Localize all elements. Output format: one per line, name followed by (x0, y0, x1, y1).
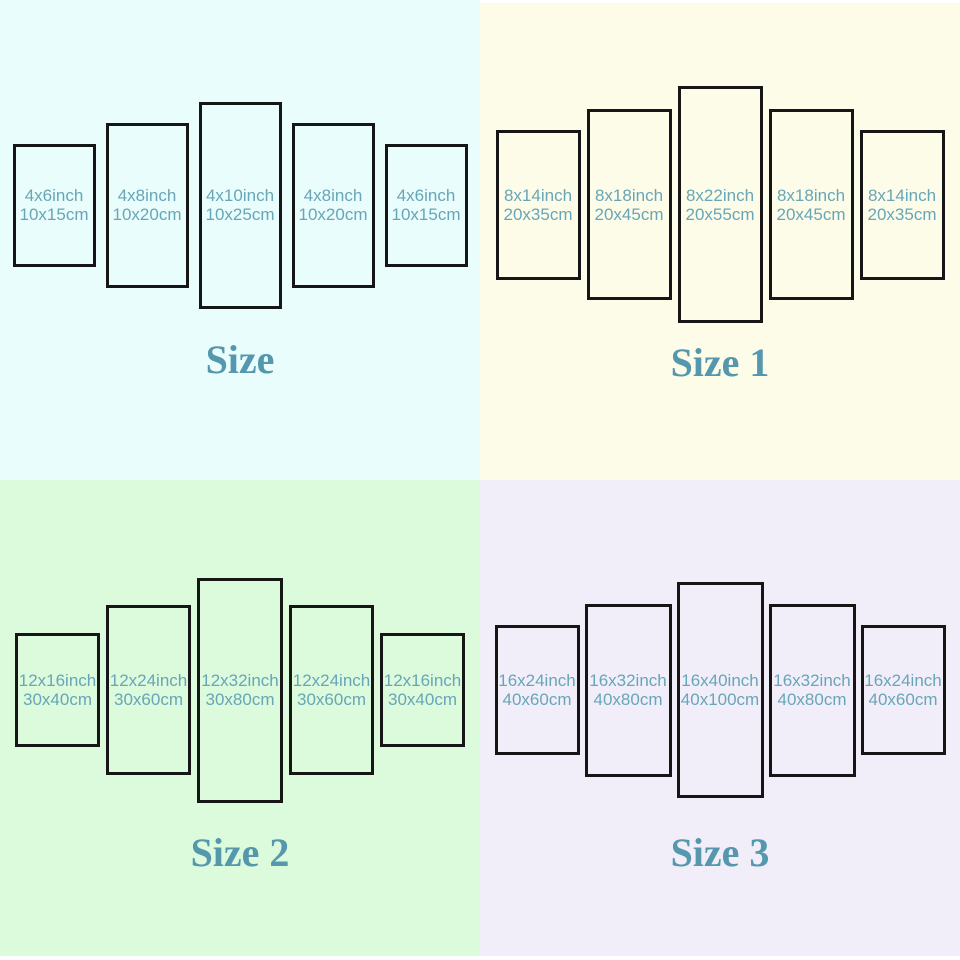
size-panel: 16x24inch 40x60cm (860, 625, 946, 755)
size-panel: 12x32inch 30x80cm (197, 577, 283, 803)
panel-size-cm: 30x80cm (205, 690, 275, 709)
panel-size-inch: 12x16inch (18, 671, 97, 690)
panel-size-inch: 12x32inch (201, 671, 279, 690)
panel-size-cm: 10x15cm (391, 205, 461, 224)
size-panel: 4x10inch 10x25cm (198, 101, 282, 309)
panel-size-cm: 30x60cm (297, 690, 366, 709)
quadrant-title: Size 2 (190, 830, 290, 875)
panel-size-cm: 10x20cm (112, 205, 182, 224)
quadrant-size: 4x6inch 10x15cm 4x8inch 10x20cm 4x10inch… (0, 0, 480, 480)
panel-size-inch: 8x22inch (685, 185, 755, 205)
size-panel: 4x6inch 10x15cm (384, 143, 468, 267)
size-panel: 8x18inch 20x45cm (586, 109, 672, 300)
panel-size-cm: 30x40cm (23, 690, 92, 709)
size-panel: 8x18inch 20x45cm (768, 109, 854, 300)
panel-size-inch: 16x24inch (498, 671, 576, 690)
panel-size-inch: 12x24inch (292, 671, 371, 690)
size-panel: 4x8inch 10x20cm (291, 122, 375, 288)
panel-size-inch: 4x8inch (117, 186, 177, 205)
panel-row: 16x24inch 40x60cm 16x32inch 40x80cm 16x4… (480, 480, 960, 900)
panel-row: 4x6inch 10x15cm 4x8inch 10x20cm 4x10inch… (0, 0, 480, 410)
panel-size-inch: 8x14inch (867, 185, 937, 205)
panel-size-inch: 16x40inch (681, 671, 759, 690)
panel-size-inch: 4x6inch (24, 186, 84, 205)
panel-size-inch: 4x6inch (396, 186, 456, 205)
panel-row: 8x14inch 20x35cm 8x18inch 20x45cm 8x22in… (480, 3, 960, 406)
quadrant-title: Size 1 (670, 340, 770, 385)
panel-size-cm: 40x80cm (777, 690, 847, 709)
panel-size-inch: 8x18inch (594, 185, 664, 205)
panel-size-cm: 40x100cm (680, 690, 760, 709)
panel-size-cm: 30x60cm (114, 690, 183, 709)
panel-size-inch: 8x18inch (776, 185, 846, 205)
panel-size-cm: 10x15cm (19, 205, 89, 224)
panel-size-cm: 40x60cm (502, 690, 572, 709)
size-panel: 16x40inch 40x100cm (676, 582, 764, 798)
size-panel: 12x16inch 30x40cm (15, 633, 100, 747)
panel-size-cm: 10x25cm (205, 205, 275, 224)
panel-size-inch: 8x14inch (503, 185, 573, 205)
quadrant-size-1: 8x14inch 20x35cm 8x18inch 20x45cm 8x22in… (480, 0, 960, 480)
size-panel: 12x24inch 30x60cm (106, 605, 191, 775)
quadrant-size-3: 16x24inch 40x60cm 16x32inch 40x80cm 16x4… (480, 480, 960, 956)
size-panel: 16x32inch 40x80cm (768, 603, 856, 777)
size-panel: 12x16inch 30x40cm (380, 633, 465, 747)
panel-size-inch: 12x16inch (383, 671, 462, 690)
panel-size-cm: 20x45cm (776, 204, 846, 224)
quadrant-title: Size 3 (670, 830, 770, 875)
panel-size-cm: 40x60cm (868, 690, 938, 709)
panel-size-cm: 10x20cm (298, 205, 368, 224)
panel-size-inch: 12x24inch (109, 671, 188, 690)
panel-size-cm: 20x35cm (867, 204, 937, 224)
size-panel: 4x8inch 10x20cm (105, 122, 189, 288)
panel-size-inch: 16x32inch (773, 671, 851, 690)
size-panel: 16x24inch 40x60cm (494, 625, 580, 755)
size-panel: 8x14inch 20x35cm (859, 129, 945, 280)
size-panel: 8x14inch 20x35cm (495, 129, 581, 280)
panel-size-inch: 16x32inch (589, 671, 667, 690)
panel-size-cm: 30x40cm (388, 690, 457, 709)
panel-size-cm: 40x80cm (593, 690, 663, 709)
panel-size-cm: 20x35cm (503, 204, 573, 224)
panel-size-cm: 20x55cm (685, 204, 755, 224)
panel-size-cm: 20x45cm (594, 204, 664, 224)
size-panel: 8x22inch 20x55cm (677, 86, 763, 323)
size-panel: 16x32inch 40x80cm (584, 603, 672, 777)
quadrant-title: Size (205, 337, 275, 382)
panel-size-inch: 4x8inch (303, 186, 363, 205)
quadrant-size-2: 12x16inch 30x40cm 12x24inch 30x60cm 12x3… (0, 480, 480, 956)
panel-size-inch: 16x24inch (864, 671, 942, 690)
panel-row: 12x16inch 30x40cm 12x24inch 30x60cm 12x3… (0, 480, 480, 900)
panel-size-inch: 4x10inch (205, 186, 275, 205)
size-panel: 12x24inch 30x60cm (289, 605, 374, 775)
size-panel: 4x6inch 10x15cm (12, 143, 96, 267)
